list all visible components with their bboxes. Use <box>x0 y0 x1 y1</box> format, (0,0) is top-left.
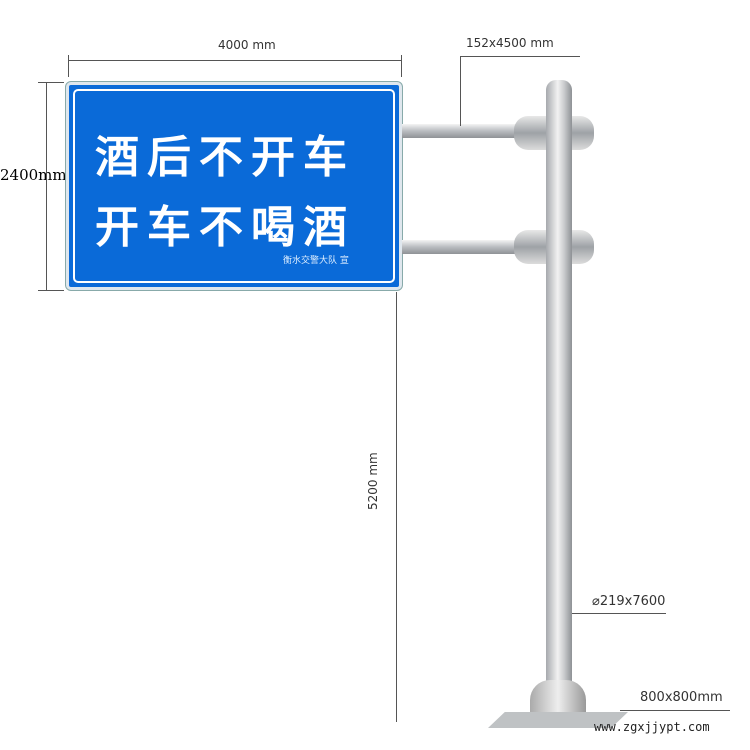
height-tick <box>38 82 64 83</box>
base-plate <box>488 712 628 728</box>
watermark: www.zgxjjypt.com <box>594 720 710 734</box>
sign-footer: 衡水交警大队 宣 <box>283 256 349 266</box>
height-tick <box>38 290 64 291</box>
width-tick <box>68 55 69 77</box>
arm-dimension: 152x4500 mm <box>466 36 554 50</box>
width-dimension: 4000 mm <box>218 38 276 52</box>
pole-leader <box>572 613 666 614</box>
height-dimension-line <box>46 82 47 290</box>
arm-leader <box>460 56 461 126</box>
pole-dimension-text: 219x7600 <box>599 594 666 609</box>
pole <box>546 80 572 720</box>
width-tick <box>401 55 402 77</box>
clearance-dimension: 5200 mm <box>366 452 380 510</box>
clearance-line <box>396 292 397 722</box>
height-dimension: 2400mm <box>0 166 67 184</box>
base-dimension: 800x800mm <box>640 690 723 705</box>
diameter-icon: ⌀ <box>592 594 600 609</box>
base-leader <box>620 710 730 711</box>
pole-dimension: ⌀219x7600 <box>592 594 665 609</box>
width-dimension-line <box>68 60 402 61</box>
arm-leader <box>460 56 580 57</box>
sign-line-1: 酒后不开车 <box>95 132 355 183</box>
sign-panel: 酒后不开车 开车不喝酒 衡水交警大队 宣 <box>66 82 402 290</box>
sign-line-2: 开车不喝酒 <box>95 202 355 253</box>
